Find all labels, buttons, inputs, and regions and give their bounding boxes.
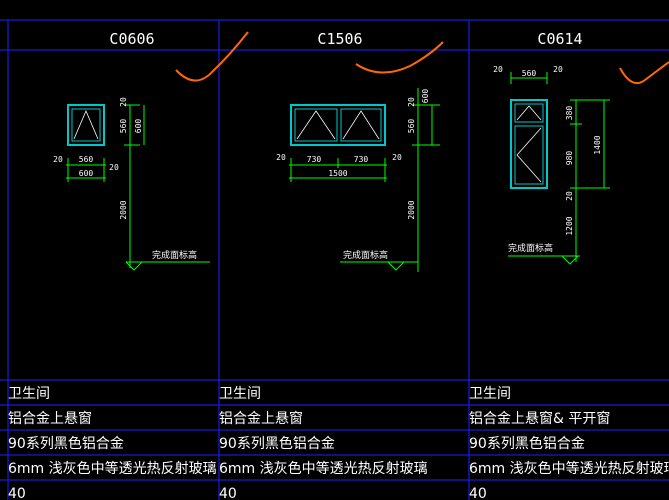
- dim-text: 730: [307, 155, 322, 164]
- opening-indicator: [516, 127, 542, 183]
- window-elevation-c0606: 20 560 600 2000 560 600 20 20 完成面标高: [53, 97, 210, 271]
- dim-text: 560: [522, 69, 537, 78]
- dim-text: 730: [354, 155, 369, 164]
- cell-room: 卫生间: [8, 386, 50, 402]
- level-marker: [387, 261, 405, 271]
- dim-text: 380: [565, 106, 574, 121]
- window-sash-top: [514, 103, 544, 123]
- window-code-c0614: C0614: [537, 30, 582, 48]
- opening-indicator: [342, 110, 380, 140]
- cell-room: 卫生间: [469, 386, 511, 402]
- grid: [0, 19, 669, 500]
- cell-room: 卫生间: [219, 386, 261, 402]
- dim-text: 1200: [565, 216, 574, 235]
- window-frame: [290, 104, 386, 146]
- floor-level-label: 完成面标高: [508, 242, 553, 254]
- dim-text: 20: [407, 97, 416, 107]
- cell-count: 40: [8, 486, 26, 500]
- dim-text: 980: [565, 151, 574, 166]
- dim-text: 600: [134, 119, 143, 134]
- dim-text: 20: [119, 97, 128, 107]
- revision-cloud: [355, 41, 444, 74]
- level-marker: [561, 255, 579, 265]
- window-code-c1506: C1506: [317, 30, 362, 48]
- window-sash: [294, 108, 338, 142]
- cell-type: 铝合金上悬窗& 平开窗: [469, 410, 610, 427]
- dim-text: 560: [407, 119, 416, 134]
- window-sash-bottom: [514, 125, 544, 185]
- floor-level-label: 完成面标高: [343, 249, 388, 261]
- dim-text: 20: [553, 65, 563, 74]
- window-sash: [340, 108, 382, 142]
- dim-text: 560: [119, 119, 128, 134]
- spec-table: 卫生间 铝合金上悬窗 90系列黑色铝合金 6mm 浅灰色中等透光热反射玻璃 40…: [8, 386, 669, 500]
- dim-text: 20: [493, 65, 503, 74]
- dim-text: 560: [79, 155, 94, 164]
- dim-text: 1400: [593, 135, 602, 154]
- opening-indicator: [296, 110, 336, 140]
- dim-text: 20: [276, 153, 286, 162]
- cell-type: 铝合金上悬窗: [219, 410, 303, 427]
- window-code-c0606: C0606: [109, 30, 154, 48]
- dim-text: 20: [53, 155, 63, 164]
- dim-text: 20: [392, 153, 402, 162]
- cell-count: 40: [469, 486, 487, 500]
- cell-type: 铝合金上悬窗: [8, 410, 92, 427]
- cell-frame: 90系列黑色铝合金: [469, 435, 585, 452]
- level-marker: [125, 261, 143, 271]
- cell-glass: 6mm 浅灰色中等透光热反射玻璃: [219, 460, 428, 477]
- revision-marks: [175, 31, 669, 84]
- cell-frame: 90系列黑色铝合金: [219, 435, 335, 452]
- cell-frame: 90系列黑色铝合金: [8, 435, 124, 452]
- window-elevation-c0614: 560 20 20 380 980 1400 1200 20 完成面标高: [493, 65, 610, 265]
- revision-cloud: [175, 31, 249, 82]
- window-sash: [71, 108, 101, 142]
- dim-text: 2000: [119, 200, 128, 219]
- opening-indicator: [73, 109, 99, 140]
- window-elevation-c1506: 600 560 20 2000 730 730 1500 20 20 完成面标高: [276, 88, 440, 272]
- dim-text: 20: [565, 191, 574, 201]
- cell-count: 40: [219, 486, 237, 500]
- dim-text: 600: [421, 89, 430, 104]
- window-frame: [67, 104, 105, 146]
- revision-cloud: [619, 61, 669, 84]
- cell-glass: 6mm 浅灰色中等透光热反射玻璃: [8, 460, 217, 477]
- dim-text: 2000: [407, 200, 416, 219]
- opening-indicator: [516, 105, 542, 121]
- floor-level-label: 完成面标高: [152, 249, 197, 261]
- dim-text: 20: [109, 163, 119, 172]
- window-frame: [510, 99, 548, 189]
- dim-text: 600: [79, 169, 94, 178]
- dim-text: 1500: [328, 169, 347, 178]
- cell-glass: 6mm 浅灰色中等透光热反射玻璃: [469, 460, 669, 477]
